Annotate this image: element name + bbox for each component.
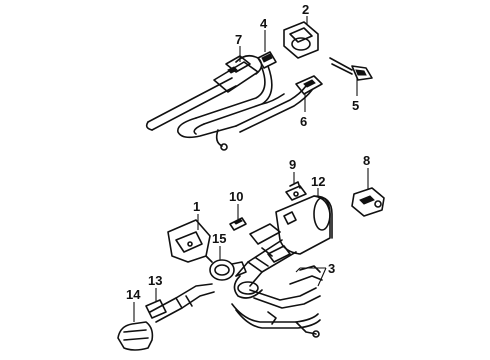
part-9-lock bbox=[285, 181, 307, 201]
callout-12: 12 bbox=[311, 174, 325, 189]
callout-13: 13 bbox=[148, 273, 162, 288]
callout-2: 2 bbox=[302, 2, 309, 17]
callout-5: 5 bbox=[352, 98, 359, 113]
callout-15: 15 bbox=[212, 231, 226, 246]
part-14-boot bbox=[117, 321, 154, 351]
part-2-cover bbox=[283, 21, 319, 59]
steering-column bbox=[231, 195, 333, 338]
callout-8: 8 bbox=[363, 153, 370, 168]
callout-7: 7 bbox=[235, 32, 242, 47]
callout-9: 9 bbox=[289, 157, 296, 172]
part-15-ring bbox=[209, 259, 247, 281]
callout-14: 14 bbox=[126, 287, 141, 302]
callout-1: 1 bbox=[193, 199, 200, 214]
part-13-coupling bbox=[145, 283, 215, 323]
callout-10: 10 bbox=[229, 189, 243, 204]
part-1-bracket bbox=[167, 219, 213, 263]
callout-labels: 7 4 2 5 6 8 9 12 10 1 15 3 13 14 bbox=[126, 2, 370, 302]
leader-lines bbox=[133, 16, 369, 322]
part-8-switch bbox=[351, 187, 385, 217]
callout-3: 3 bbox=[328, 261, 335, 276]
callout-4: 4 bbox=[260, 16, 268, 31]
harness-assembly bbox=[145, 51, 323, 151]
callout-6: 6 bbox=[300, 114, 307, 129]
part-5-lever bbox=[329, 57, 373, 81]
